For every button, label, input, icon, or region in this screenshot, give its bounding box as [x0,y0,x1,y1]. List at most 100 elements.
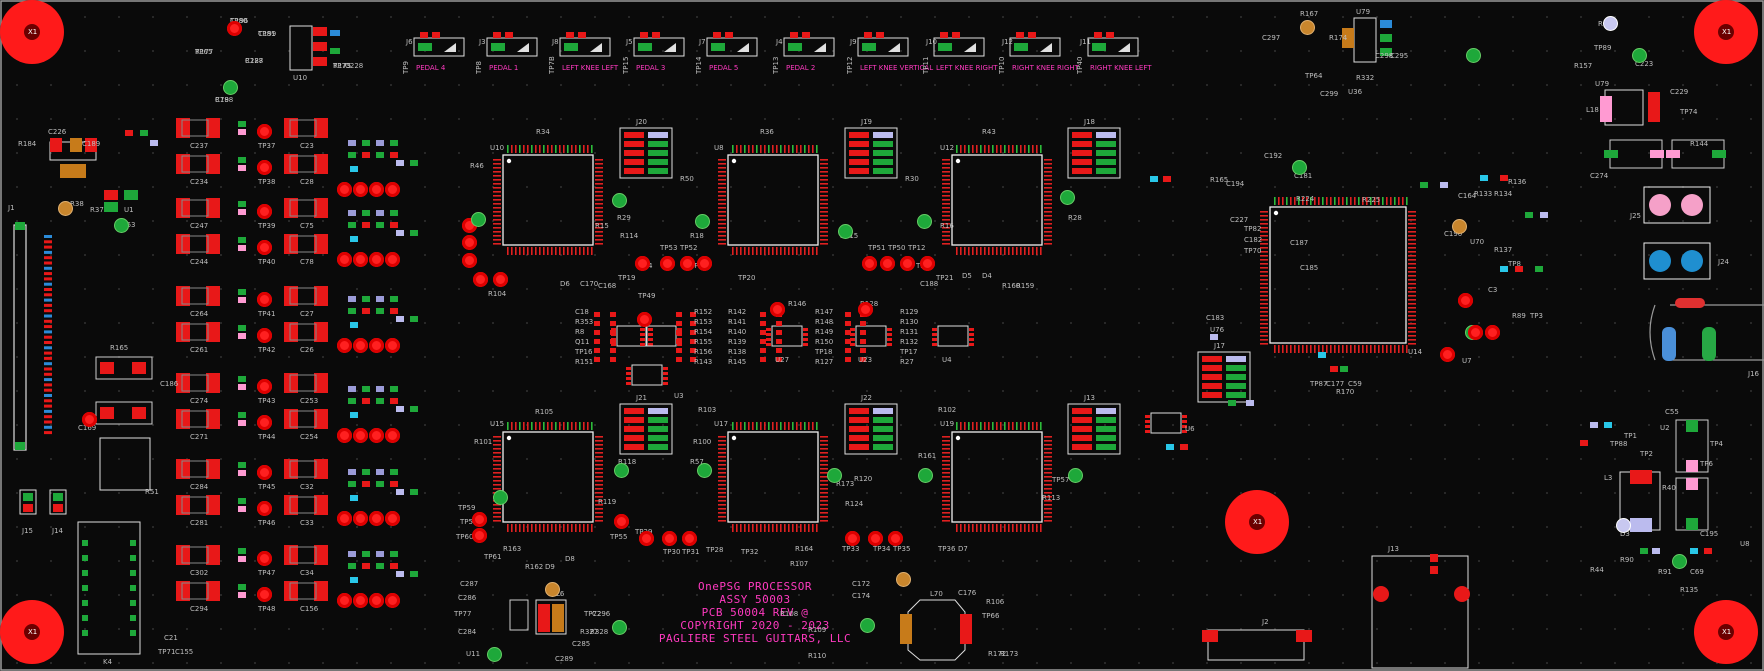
ic-pin [1334,197,1336,205]
ref-designator: TP57 [1052,476,1070,484]
pedal-connector-ref: J5 [626,38,633,46]
connector-pin [44,266,52,270]
ic-pin [744,145,746,153]
ic-pin [1040,422,1042,430]
ic-pin [942,171,950,173]
ic-pin [511,524,513,532]
pad [376,210,384,216]
ref-designator: U8 [1740,540,1750,548]
pad [238,420,246,426]
ic-pin [942,183,950,185]
cap-body [289,582,317,600]
pedal-connector-label: RIGHT KNEE RIGHT [1012,64,1079,72]
ic-pin [1294,345,1296,353]
ref-designator: R120 [854,475,873,483]
ic-pin [780,247,782,255]
ic-pin [583,524,585,532]
ic-pin [748,145,750,153]
pad [238,384,246,390]
pad [362,398,370,404]
ic-pin [595,448,603,450]
test-point-pad [1672,554,1687,569]
ic-pin [988,524,990,532]
ref-designator: R114 [620,232,639,240]
pedal-connector-marker [964,43,976,52]
ic-pin [752,247,754,255]
ic-pin [736,524,738,532]
ic-pin [1260,283,1268,285]
header-pad [1096,444,1116,450]
ic-pin [551,524,553,532]
ic-u4 [937,325,969,347]
ic-pin [1012,247,1014,255]
ic-pin [968,524,970,532]
inductor-label: L70 [930,590,943,598]
pedal-connector-label: LEFT KNEE VERTICAL [860,64,934,72]
ic-pin [800,422,802,430]
test-point-pad [660,256,675,271]
ref-designator: C228 [345,62,364,70]
cap-pad [206,286,220,306]
ic-pin [1260,299,1268,301]
ref-designator: TP66 [982,612,1000,620]
ic-pin [1260,259,1268,261]
pad [1373,586,1389,602]
ic-pin [942,460,950,462]
ic-pin [942,452,950,454]
pad [313,57,327,66]
pedal-connector-marker [814,43,826,52]
pad [538,604,550,632]
passive-pad [1180,444,1188,450]
pad [238,333,246,339]
ic-pin [595,496,603,498]
ic-pin [579,247,581,255]
ic-pin [808,247,810,255]
test-point-pad [385,511,400,526]
pin [663,377,668,380]
pad [348,152,356,158]
ic-pin [1036,524,1038,532]
connector-pin [44,240,52,244]
ic-pin [804,145,806,153]
tp-label: TP44 [258,433,276,441]
ref-designator: R160 [1002,282,1021,290]
ic-pin [1044,464,1052,466]
pad [713,32,721,38]
ref-designator: D4 [982,272,992,280]
ic-pin [1008,247,1010,255]
ic-pin [1260,279,1268,281]
connector-pin [44,319,52,323]
ic-pin [984,247,986,255]
cap-pad [206,198,220,218]
ic-pin [820,468,828,470]
ref-designator: R113 [1042,494,1061,502]
ic-pin [527,247,529,255]
header-pad [1226,392,1246,398]
pad [348,210,356,216]
ic-pin [1260,303,1268,305]
ref-designator: C170 [580,280,599,288]
cap-pad [284,545,298,565]
test-point-pad [1452,219,1467,234]
pin [663,382,668,385]
connector-pin [44,288,52,291]
pin [626,377,631,380]
ic-pin [1408,339,1416,341]
ref-designator: R109 [808,626,827,634]
connector-j15-outline [19,489,37,515]
header-label: J17 [1214,342,1225,350]
ref-designator: C21 [164,634,178,642]
pad [362,308,370,314]
test-point-pad [917,214,932,229]
ref-designator: R173 [836,480,855,488]
test-point-pad [493,490,508,505]
pad [396,230,404,236]
test-point-pad [337,511,352,526]
ic-label: U6 [1185,425,1195,433]
ic-pin [820,175,828,177]
ic-pin [515,422,517,430]
cap-outline [509,599,529,631]
pad [238,506,246,512]
ref-designator: TP64 [1305,72,1323,80]
